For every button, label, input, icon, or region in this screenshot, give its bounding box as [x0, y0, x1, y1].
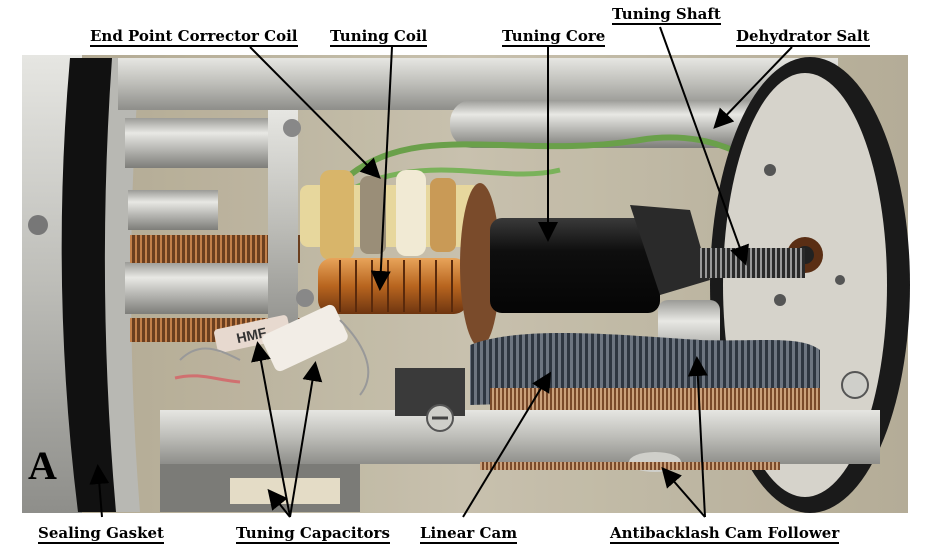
linear-cam	[470, 333, 820, 405]
label-tuning-core: Tuning Core	[502, 27, 606, 47]
capacitor-stamp: HMF	[235, 324, 268, 346]
pointer-linear-cam	[462, 371, 552, 518]
pointer-dehydrator-salt	[713, 46, 793, 129]
label-tuning-coil: Tuning Coil	[330, 27, 428, 47]
pointer-tuning-coil	[370, 46, 393, 291]
pointer-sealing-gasket	[89, 464, 110, 518]
capacitor-cylinder-top	[125, 118, 285, 168]
dehydrator-salt-tube	[450, 100, 780, 148]
capacitor-cylinder-bottom	[125, 262, 285, 314]
label-sealing-gasket: Sealing Gasket	[38, 524, 164, 544]
pointer-cam-follower-top	[687, 356, 708, 518]
core-flange	[460, 183, 500, 347]
pointer-tuning-capacitor-1	[251, 341, 291, 518]
sealing-gasket-ring	[61, 58, 120, 512]
panel-letter: A	[28, 443, 57, 488]
pointer-end-point-corrector-coil	[249, 46, 381, 179]
tuning-capacitor-2	[262, 304, 348, 372]
tuning-shaft	[700, 248, 805, 278]
front-bracket	[268, 110, 298, 340]
pointer-tuning-capacitor-2	[289, 361, 323, 518]
label-antibacklash-cam-follower: Antibacklash Cam Follower	[610, 524, 840, 544]
label-end-point-corrector-coil: End Point Corrector Coil	[90, 27, 298, 47]
label-tuning-capacitors: Tuning Capacitors	[236, 524, 390, 544]
end-point-corrector-coil	[320, 170, 354, 260]
tuning-core	[490, 218, 660, 313]
pointer-tuning-capacitor-3	[267, 488, 291, 518]
pointer-tuning-shaft	[659, 26, 749, 266]
tuning-capacitor-1	[214, 315, 291, 353]
pointer-cam-follower-bottom	[661, 466, 706, 518]
bottom-rail	[160, 410, 880, 464]
label-linear-cam: Linear Cam	[420, 524, 518, 544]
label-tuning-shaft: Tuning Shaft	[612, 5, 721, 25]
label-dehydrator-salt: Dehydrator Salt	[736, 27, 870, 47]
